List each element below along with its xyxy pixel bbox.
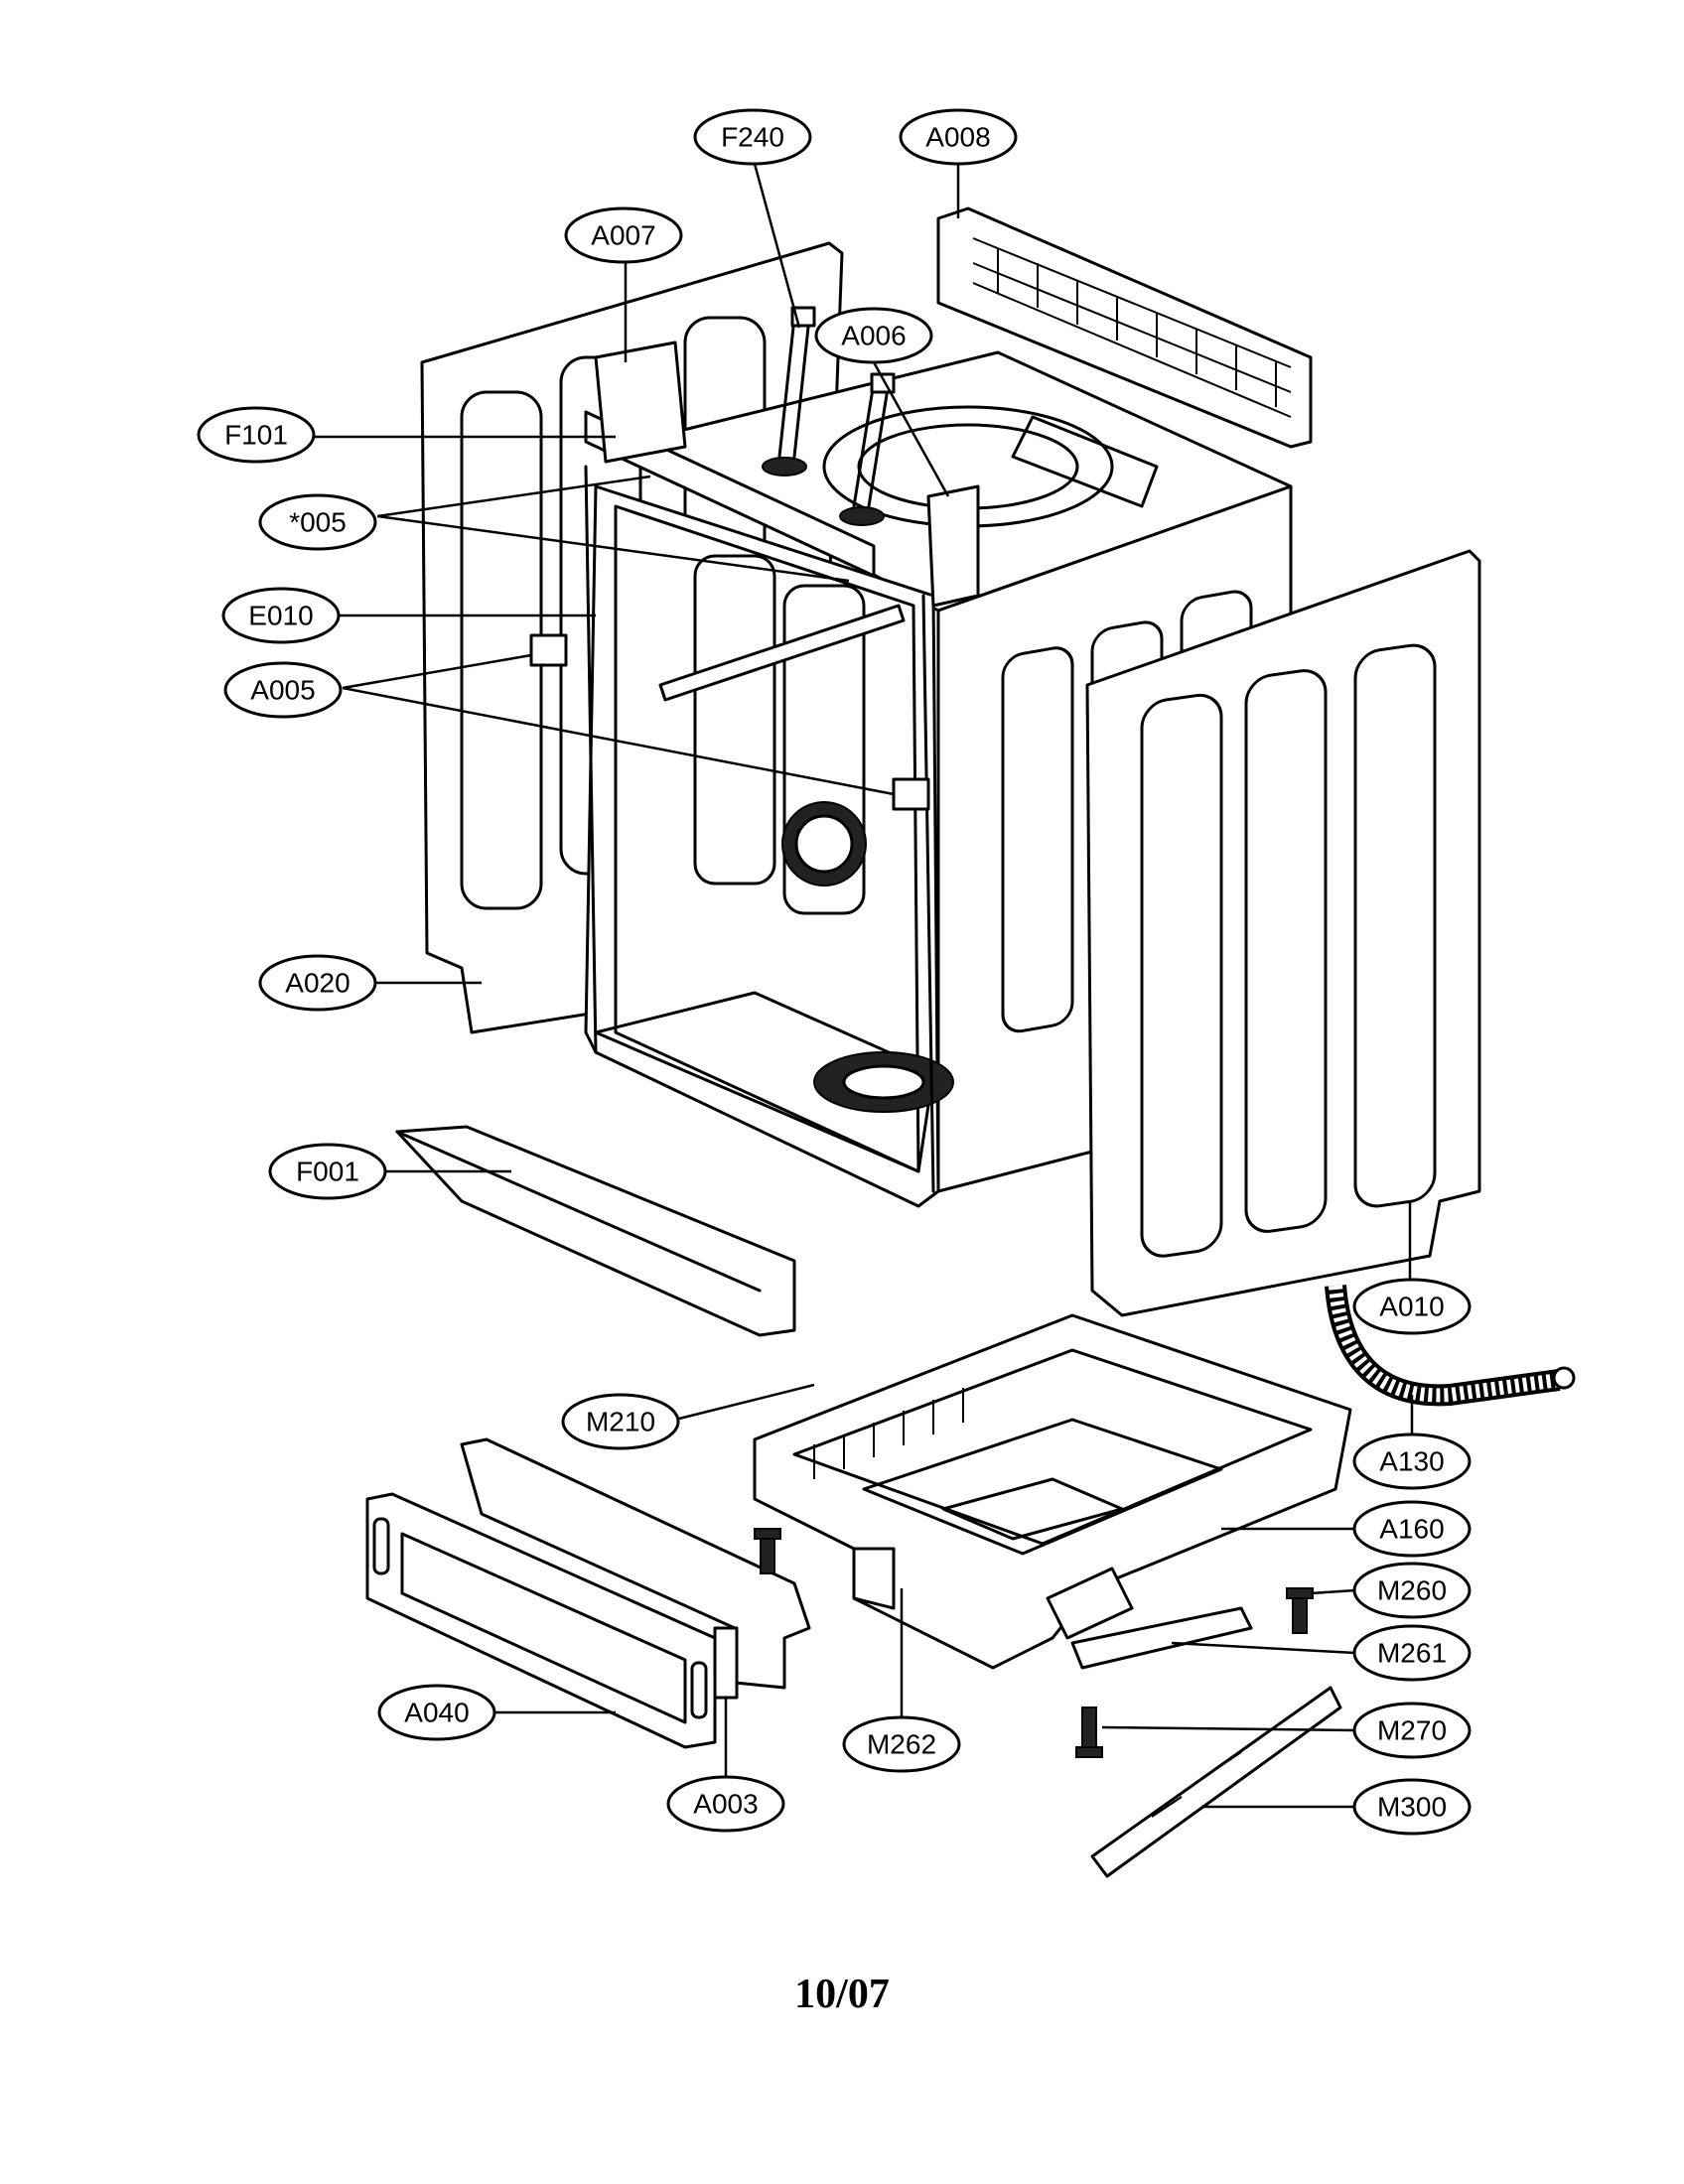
- callout-a003: A003: [666, 1698, 785, 1833]
- callout-m261: M261: [1171, 1624, 1472, 1682]
- callout-a020: A020: [258, 954, 482, 1012]
- callout-e010: E010: [221, 587, 596, 644]
- front-trim-f001: [395, 1125, 796, 1337]
- rail-m300: [1090, 1686, 1342, 1878]
- callout-a160: A160: [1221, 1500, 1472, 1558]
- callout-label: A010: [1379, 1292, 1444, 1322]
- callout-label: M260: [1377, 1575, 1447, 1606]
- callout-f001: F001: [268, 1143, 511, 1200]
- side-panel-right-a010: [1085, 549, 1481, 1317]
- callout-m270: M270: [1101, 1702, 1472, 1759]
- callout-label: F001: [296, 1157, 359, 1187]
- callout-a005: A005: [223, 653, 895, 796]
- callout-a010: A010: [1352, 1201, 1472, 1335]
- base-assembly-m210: [753, 1313, 1352, 1670]
- callout-label: A020: [285, 968, 350, 999]
- callout-f101: F101: [197, 406, 616, 464]
- screw-m270: [1075, 1706, 1103, 1758]
- callout-label: M270: [1377, 1715, 1447, 1746]
- callout-label: A130: [1379, 1446, 1444, 1477]
- callout-f240: F240: [693, 108, 812, 329]
- callout-label: A160: [1379, 1514, 1444, 1545]
- callout-label: A003: [693, 1789, 758, 1820]
- callout-label: F101: [224, 420, 288, 451]
- callout-005: *005: [258, 475, 850, 583]
- callout-m300: M300: [1201, 1778, 1472, 1836]
- callout-a040: A040: [377, 1684, 616, 1741]
- drain-hose-a130: [1325, 1285, 1576, 1407]
- callout-label: A006: [841, 321, 906, 351]
- callout-label: *005: [289, 507, 347, 538]
- screw-m260: [1286, 1587, 1314, 1634]
- callout-label: A005: [250, 675, 315, 706]
- callout-m262: M262: [842, 1588, 961, 1773]
- callout-a007: A007: [564, 206, 683, 362]
- screw-a040: [754, 1528, 781, 1574]
- callout-m260: M260: [1310, 1562, 1472, 1619]
- footer-date-code: 10/07: [794, 1972, 890, 2017]
- kick-plate-a040: [365, 1492, 717, 1749]
- callout-label: F240: [721, 122, 784, 153]
- callout-label: M210: [586, 1407, 655, 1437]
- callout-label: A007: [591, 220, 655, 251]
- bracket-m261: [1070, 1606, 1253, 1670]
- callout-label: E010: [248, 601, 313, 631]
- callout-label: A008: [925, 122, 990, 153]
- callout-label: M300: [1377, 1792, 1447, 1823]
- callout-a008: A008: [899, 108, 1018, 218]
- callout-label: A040: [404, 1698, 469, 1728]
- callout-a130: A130: [1352, 1395, 1472, 1490]
- callout-label: M261: [1377, 1638, 1447, 1669]
- callout-a006: A006: [814, 307, 950, 497]
- top-cover-a008: [936, 206, 1313, 449]
- callout-m210: M210: [561, 1383, 815, 1450]
- callout-label: M262: [867, 1729, 936, 1760]
